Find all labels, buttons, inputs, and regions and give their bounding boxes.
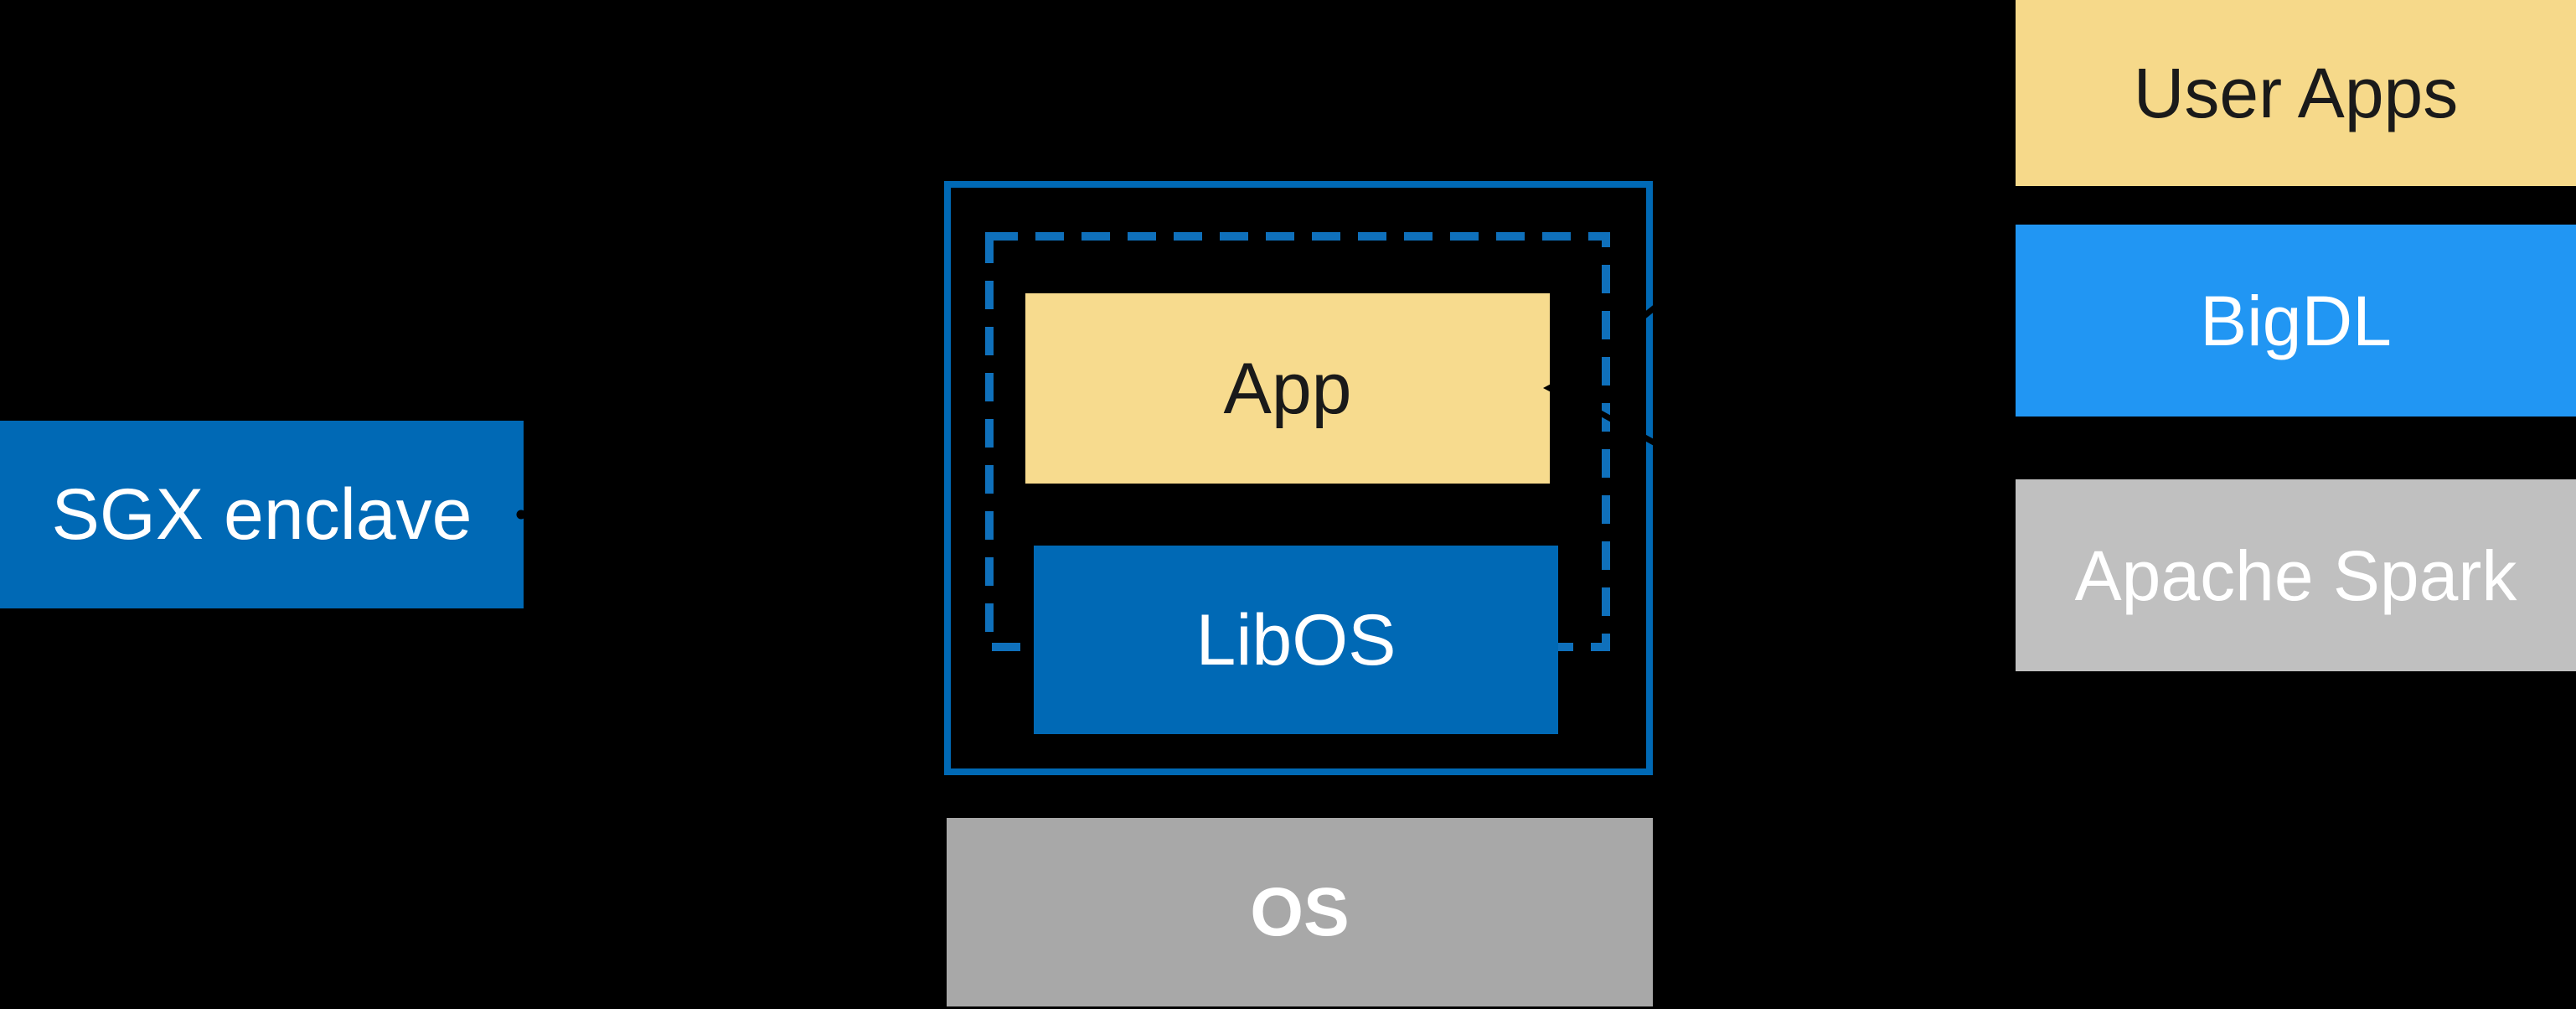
stack-item-apache-spark: Apache Spark bbox=[2016, 479, 2576, 671]
arrowhead-icon bbox=[1543, 373, 1572, 403]
enclave-border-box bbox=[944, 181, 1653, 775]
enclave-dashed-boundary bbox=[985, 232, 1610, 651]
bracket-line-top bbox=[1552, 18, 2013, 391]
user-apps-label: User Apps bbox=[2133, 54, 2459, 132]
bigdl-label: BigDL bbox=[2200, 281, 2392, 360]
sgx-callout-arrowhead-icon bbox=[921, 504, 944, 525]
libos-box: LibOS bbox=[1034, 546, 1558, 734]
os-box: OS bbox=[947, 818, 1653, 1006]
app-label: App bbox=[1223, 348, 1352, 429]
app-box: App bbox=[1025, 293, 1550, 484]
sgx-enclave-label: SGX enclave bbox=[51, 474, 472, 555]
stack-item-user-apps: User Apps bbox=[2016, 0, 2576, 186]
libos-label: LibOS bbox=[1195, 599, 1396, 680]
bracket-line-bottom bbox=[1553, 385, 2012, 642]
stack-item-bigdl: BigDL bbox=[2016, 225, 2576, 417]
apache-spark-label: Apache Spark bbox=[2074, 536, 2517, 615]
sgx-enclave-callout-box: SGX enclave bbox=[0, 421, 524, 608]
os-label: OS bbox=[1250, 873, 1350, 950]
